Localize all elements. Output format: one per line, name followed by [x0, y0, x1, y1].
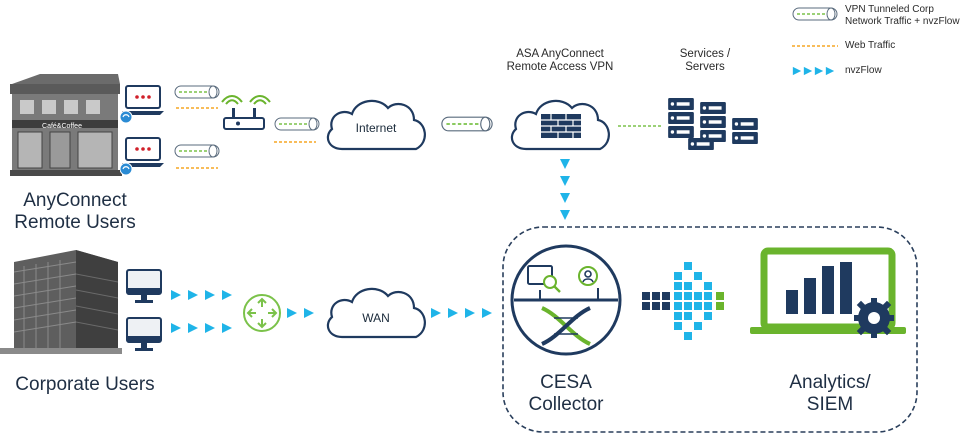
- desktop-monitor-icon: [126, 269, 162, 304]
- cesa-collector-label: CESA Collector: [528, 372, 604, 415]
- legend-web-label: Web Traffic: [845, 40, 896, 51]
- legend-nvzflow-arrows-icon: [792, 66, 835, 76]
- legend-nvzflow-label: nvzFlow: [845, 65, 882, 76]
- gear-icon: [854, 298, 894, 338]
- legend-vpn-tube-icon: [792, 7, 838, 21]
- legend: [792, 7, 838, 76]
- analytics-siem-label: Analytics/ SIEM: [789, 372, 871, 415]
- laptop-anyconnect-icon: [120, 85, 165, 124]
- switch-wan-arrows: [287, 308, 314, 318]
- wan-label: WAN: [362, 311, 390, 325]
- asa-label: ASA AnyConnect Remote Access VPN: [506, 48, 614, 74]
- firewall-icon: [541, 114, 581, 138]
- corporate-users-label: Corporate Users: [15, 374, 155, 395]
- data-flow-pixels-icon: [642, 262, 724, 340]
- storefront-building-icon: Café&Coffee: [10, 74, 122, 176]
- desktop-monitor-icon: [126, 317, 162, 352]
- cesa-collector-icon: [510, 244, 622, 356]
- legend-vpn-label: VPN Tunneled Corp Network Traffic + nvzF…: [845, 4, 960, 27]
- asa-nvzflow-arrows: [560, 159, 570, 220]
- wan-collector-arrows: [431, 308, 492, 318]
- internet-asa-tunnel: [440, 116, 494, 132]
- anyconnect-users-label: AnyConnect Remote Users: [14, 190, 136, 233]
- network-switch-icon: [243, 294, 281, 332]
- wifi-router-icon: [221, 95, 271, 130]
- analytics-dashboard-icon: [750, 247, 906, 338]
- services-label: Services / Servers: [679, 48, 731, 74]
- office-building-icon: [0, 250, 122, 354]
- collector-boundary: [502, 226, 918, 433]
- internet-label: Internet: [356, 121, 397, 135]
- laptop-anyconnect-icon: [120, 137, 165, 176]
- storefront-sign: Café&Coffee: [42, 123, 82, 130]
- router-internet-link: [274, 117, 320, 143]
- remote-user-links: [174, 85, 220, 169]
- server-rack-icon: [668, 98, 758, 150]
- corporate-nvzflow-arrows: [171, 290, 232, 333]
